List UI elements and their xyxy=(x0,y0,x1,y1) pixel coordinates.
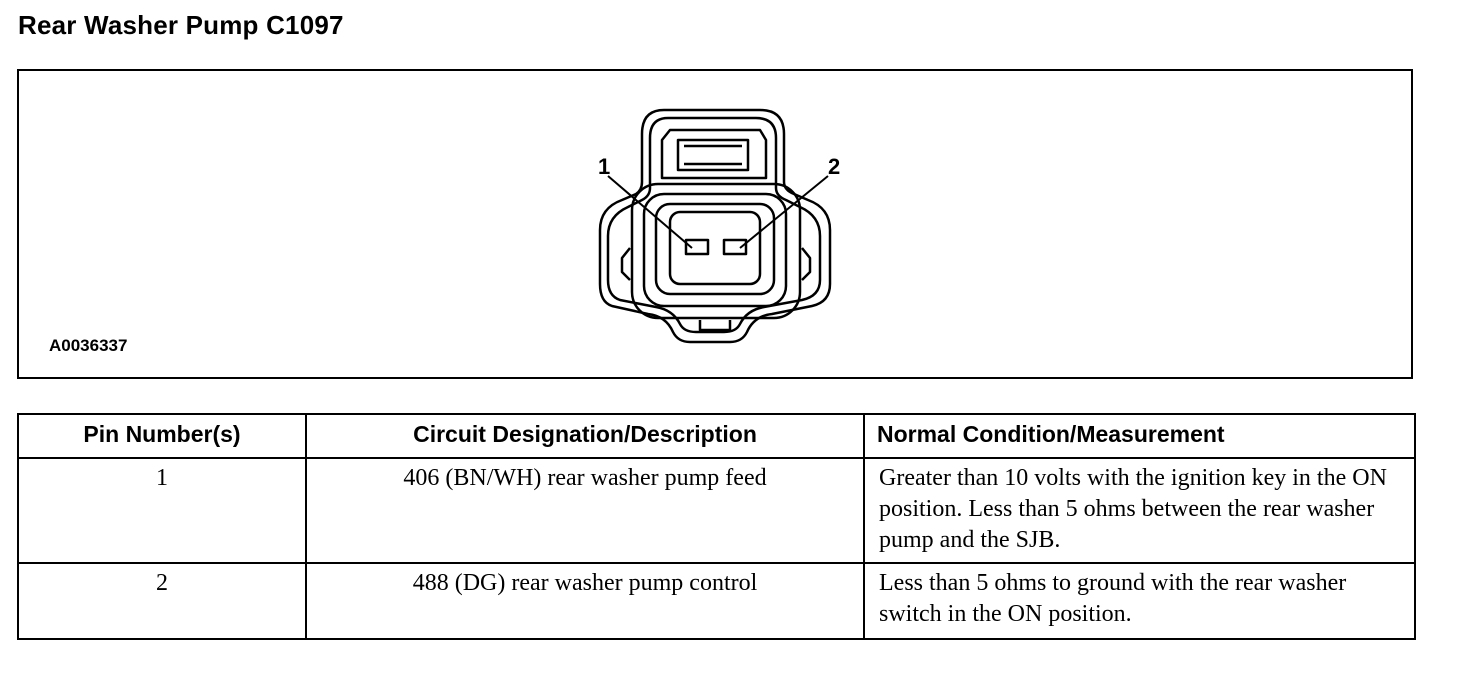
connector-face-drawing: 1 2 xyxy=(598,108,840,344)
cell-circuit: 488 (DG) rear washer pump control xyxy=(305,562,865,640)
pin-2-label: 2 xyxy=(828,154,840,179)
pin-1-leader xyxy=(607,175,693,249)
pin-table: Pin Number(s) Circuit Designation/Descri… xyxy=(17,413,1416,640)
table-row: 2 488 (DG) rear washer pump control Less… xyxy=(17,562,1416,640)
header-pin-number: Pin Number(s) xyxy=(17,413,307,459)
pin-2-leader xyxy=(739,175,829,249)
cell-circuit: 406 (BN/WH) rear washer pump feed xyxy=(305,457,865,564)
page-title: Rear Washer Pump C1097 xyxy=(18,10,344,40)
table-row: 1 406 (BN/WH) rear washer pump feed Grea… xyxy=(17,457,1416,564)
cell-pin: 1 xyxy=(17,457,307,564)
pin-1-label: 1 xyxy=(598,154,610,179)
cell-pin: 2 xyxy=(17,562,307,640)
latch-tab xyxy=(660,128,768,180)
pin-2-terminal xyxy=(722,238,748,256)
table-header-row: Pin Number(s) Circuit Designation/Descri… xyxy=(17,413,1416,459)
pin-1-terminal xyxy=(684,238,710,256)
cell-condition: Greater than 10 volts with the ignition … xyxy=(863,457,1416,564)
cell-condition: Less than 5 ohms to ground with the rear… xyxy=(863,562,1416,640)
polarizing-key xyxy=(698,320,732,332)
connector-diagram-panel: 1 2 A0036337 xyxy=(17,69,1413,379)
figure-id: A0036337 xyxy=(49,336,128,355)
header-condition: Normal Condition/Measurement xyxy=(863,413,1416,459)
pin-cavity-body xyxy=(668,210,762,286)
header-circuit: Circuit Designation/Description xyxy=(305,413,865,459)
